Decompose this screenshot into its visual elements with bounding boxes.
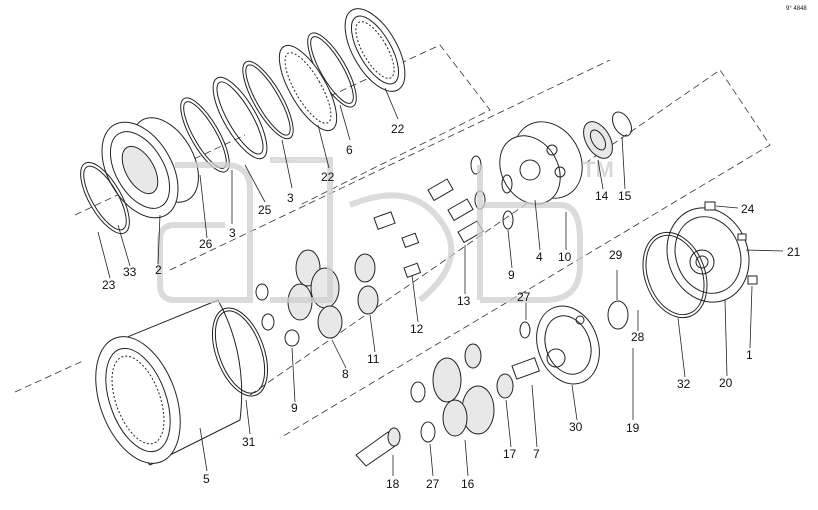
leader-lines	[97, 87, 784, 477]
needle-bearings-17	[464, 343, 514, 399]
callout-22a: 22	[391, 122, 405, 136]
callout-2: 2	[155, 263, 162, 277]
callout-31: 31	[242, 435, 256, 449]
ring-15	[612, 111, 632, 137]
oring-31	[212, 307, 268, 397]
callout-9a: 9	[508, 268, 515, 282]
pins-13	[427, 178, 484, 244]
callout-17: 17	[503, 447, 517, 461]
watermark-logo: TM	[157, 157, 614, 303]
ring-bearing-22	[344, 8, 406, 92]
callout-22b: 22	[321, 170, 335, 184]
carrier-30	[536, 305, 600, 385]
callout-33: 33	[123, 265, 137, 279]
needle-bearings-11	[354, 253, 379, 315]
callout-26: 26	[199, 237, 213, 251]
callout-5: 5	[203, 472, 210, 486]
ring-25	[212, 76, 268, 160]
callout-18: 18	[386, 477, 400, 491]
callout-29: 29	[609, 248, 623, 262]
ring-3	[242, 60, 294, 140]
callout-24: 24	[741, 202, 755, 216]
carrier-4	[499, 121, 583, 205]
callout-25: 25	[258, 203, 272, 217]
callout-16: 16	[461, 477, 475, 491]
pins-12	[373, 211, 422, 279]
callout-6: 6	[346, 143, 353, 157]
callout-32: 32	[677, 377, 691, 391]
callout-11: 11	[367, 352, 380, 366]
corner-code: 9° 4848	[786, 6, 807, 12]
callout-28: 28	[631, 330, 645, 344]
callout-8: 8	[342, 367, 349, 381]
callout-3a: 3	[287, 191, 294, 205]
callout-7: 7	[533, 447, 540, 461]
callout-10: 10	[558, 250, 572, 264]
callout-1: 1	[746, 348, 753, 362]
callout-3b: 3	[229, 226, 236, 240]
callout-12: 12	[410, 322, 424, 336]
housing-5	[95, 299, 243, 466]
callout-13: 13	[457, 294, 471, 308]
callout-27a: 27	[517, 290, 531, 304]
washers-9-upper	[470, 155, 514, 230]
washers-27	[410, 321, 531, 443]
planet-gears-8	[287, 249, 343, 339]
bearing-22b	[278, 44, 338, 132]
callout-4: 4	[536, 250, 543, 264]
shaft-18	[355, 427, 401, 467]
callout-27b: 27	[426, 477, 440, 491]
oring-32	[642, 231, 708, 319]
spline-14	[583, 121, 613, 159]
shaft-7	[511, 357, 540, 380]
callout-15: 15	[618, 189, 632, 203]
callout-14: 14	[595, 189, 609, 203]
ring-29	[607, 300, 629, 330]
callout-23: 23	[102, 278, 116, 292]
ring-23	[80, 161, 130, 235]
callout-19: 19	[626, 421, 640, 435]
gears-16	[432, 357, 495, 437]
callout-20: 20	[719, 376, 733, 390]
callout-labels: 22 6 22 3 25 3 26 23 33 2 14 15 10 4 9 1…	[102, 122, 801, 491]
hub-2	[101, 117, 199, 219]
callout-30: 30	[569, 420, 583, 434]
plugs-24-21-1	[704, 201, 758, 285]
cover-20	[666, 207, 750, 303]
callout-9b: 9	[291, 401, 298, 415]
washers-9-lower	[255, 283, 300, 347]
callout-21: 21	[787, 245, 801, 259]
